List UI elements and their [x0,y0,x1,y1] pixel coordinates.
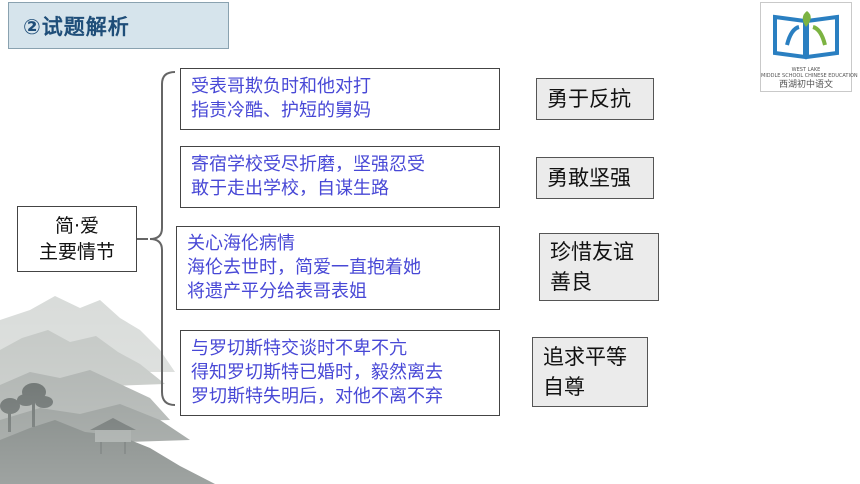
plot-line: 海伦去世时，简爱一直抱着她 [187,257,421,278]
section-title-box: ②试题解析 [8,2,229,49]
plot-box-rochester: 与罗切斯特交谈时不卑不亢 得知罗切斯特已婚时，毅然离去 罗切斯特失明后，对他不离… [180,330,500,416]
plot-line: 关心海伦病情 [187,233,295,254]
plot-line: 寄宿学校受尽折磨，坚强忍受 [191,154,425,175]
plot-line: 将遗产平分给表哥表姐 [187,281,367,302]
trait-line: 追求平等 [543,345,627,369]
plot-line: 受表哥欺负时和他对打 [191,76,371,97]
logo-caption: 西湖初中语文 [778,80,833,90]
plot-line: 得知罗切斯特已婚时，毅然离去 [191,362,443,383]
trait-line: 珍惜友谊 [550,240,634,264]
school-logo: WEST LAKE MIDDLE SCHOOL CHINESE EDUCATIO… [760,2,858,92]
trait-line: 勇于反抗 [547,87,631,111]
trait-line: 勇敢坚强 [547,166,631,190]
plot-line: 罗切斯特失明后，对他不离不弃 [191,386,443,407]
trait-line: 自尊 [543,375,585,399]
plot-line: 指责冷酷、护短的舅妈 [191,100,371,121]
plot-line: 与罗切斯特交谈时不卑不亢 [191,338,407,359]
root-line: 简·爱 [54,215,100,237]
plot-line: 敢于走出学校，自谋生路 [191,178,389,199]
plot-box-friendship: 关心海伦病情 海伦去世时，简爱一直抱着她 将遗产平分给表哥表姐 [176,226,500,310]
section-title: ②试题解析 [23,14,130,39]
trait-box-brave: 勇敢坚强 [536,157,654,199]
trait-line: 善良 [550,270,592,294]
trait-box-kind: 珍惜友谊 善良 [539,233,659,301]
trait-box-dignity: 追求平等 自尊 [532,337,648,407]
plot-box-school-hardship: 寄宿学校受尽折磨，坚强忍受 敢于走出学校，自谋生路 [180,146,500,208]
root-line: 主要情节 [38,241,115,263]
logo-small-text: WEST LAKE MIDDLE SCHOOL CHINESE EDUCATIO… [761,67,858,79]
plot-box-rebellion: 受表哥欺负时和他对打 指责冷酷、护短的舅妈 [180,68,500,130]
book-logo-icon [773,11,839,60]
trait-box-rebellious: 勇于反抗 [536,78,654,120]
root-node-main-plot: 简·爱 主要情节 [17,206,137,272]
